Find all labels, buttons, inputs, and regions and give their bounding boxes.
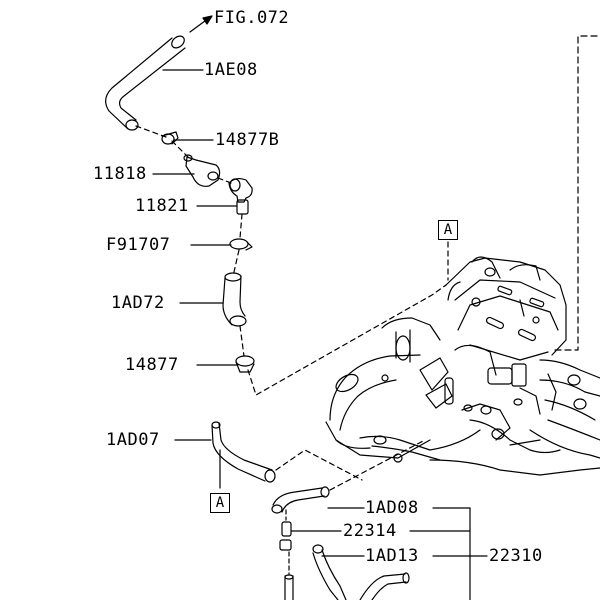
clamp-14877 <box>235 355 255 373</box>
assembly-dashes-lower <box>275 439 426 491</box>
hose-1ad08 <box>271 486 330 514</box>
reference-box <box>554 35 600 351</box>
label-1ad08[interactable]: 1AD08 <box>365 498 419 518</box>
clamp-f91707 <box>229 238 253 251</box>
engine-intake-assembly <box>325 256 600 476</box>
view-marker-a-lower[interactable]: A <box>210 493 230 513</box>
leader-lines <box>152 69 488 600</box>
label-fig-072[interactable]: FIG.072 <box>214 8 290 28</box>
label-1ad13[interactable]: 1AD13 <box>365 546 419 566</box>
elbow-11821 <box>228 177 253 215</box>
hose-1ad13 <box>312 544 410 600</box>
label-22310[interactable]: 22310 <box>489 546 543 566</box>
fig-arrow <box>189 15 213 33</box>
label-f91707[interactable]: F91707 <box>106 235 171 255</box>
label-11818[interactable]: 11818 <box>93 164 147 184</box>
view-marker-a-upper[interactable]: A <box>438 220 458 240</box>
label-14877b[interactable]: 14877B <box>215 130 280 150</box>
clamp-14877b <box>161 131 179 145</box>
assembly-dashes-upper <box>135 125 449 396</box>
hose-1ae08 <box>105 35 186 131</box>
label-14877[interactable]: 14877 <box>125 355 179 375</box>
hose-1ad07 <box>211 421 276 489</box>
valve-11818 <box>183 154 221 187</box>
label-1ad07[interactable]: 1AD07 <box>106 430 160 450</box>
label-11821[interactable]: 11821 <box>135 196 189 216</box>
label-22314[interactable]: 22314 <box>343 521 397 541</box>
hose-1ad72 <box>222 272 247 327</box>
label-1ad72[interactable]: 1AD72 <box>111 293 165 313</box>
fitting-22314 <box>279 509 294 600</box>
label-1ae08[interactable]: 1AE08 <box>204 60 258 80</box>
